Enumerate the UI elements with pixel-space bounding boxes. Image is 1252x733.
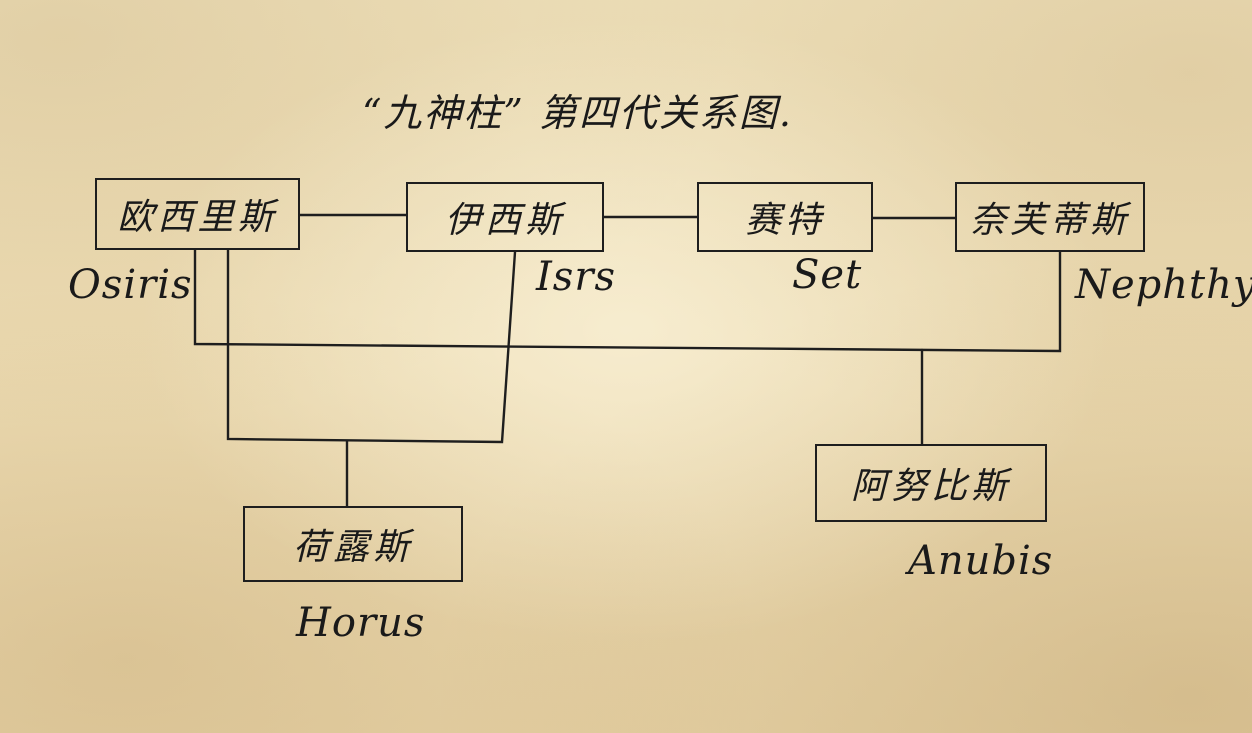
node-isis: 伊西斯 [406, 182, 604, 252]
label-horus: Horus [296, 600, 426, 646]
label-nephthys: Nephthys [1075, 262, 1252, 308]
node-nephthys: 奈芙蒂斯 [955, 182, 1145, 252]
node-horus: 荷露斯 [243, 506, 463, 582]
label-set: Set [792, 252, 863, 298]
node-osiris: 欧西里斯 [95, 178, 300, 250]
label-anubis: Anubis [908, 538, 1054, 584]
diagram-title: “九神柱” 第四代关系图. [362, 91, 794, 135]
link-osiris-nephthys-line [193, 248, 1062, 353]
link-osiris-isis-horus [226, 248, 517, 444]
node-set: 赛特 [697, 182, 873, 252]
label-isis: Isrs [536, 254, 616, 300]
label-osiris: Osiris [68, 262, 193, 308]
node-anubis: 阿努比斯 [815, 444, 1047, 522]
